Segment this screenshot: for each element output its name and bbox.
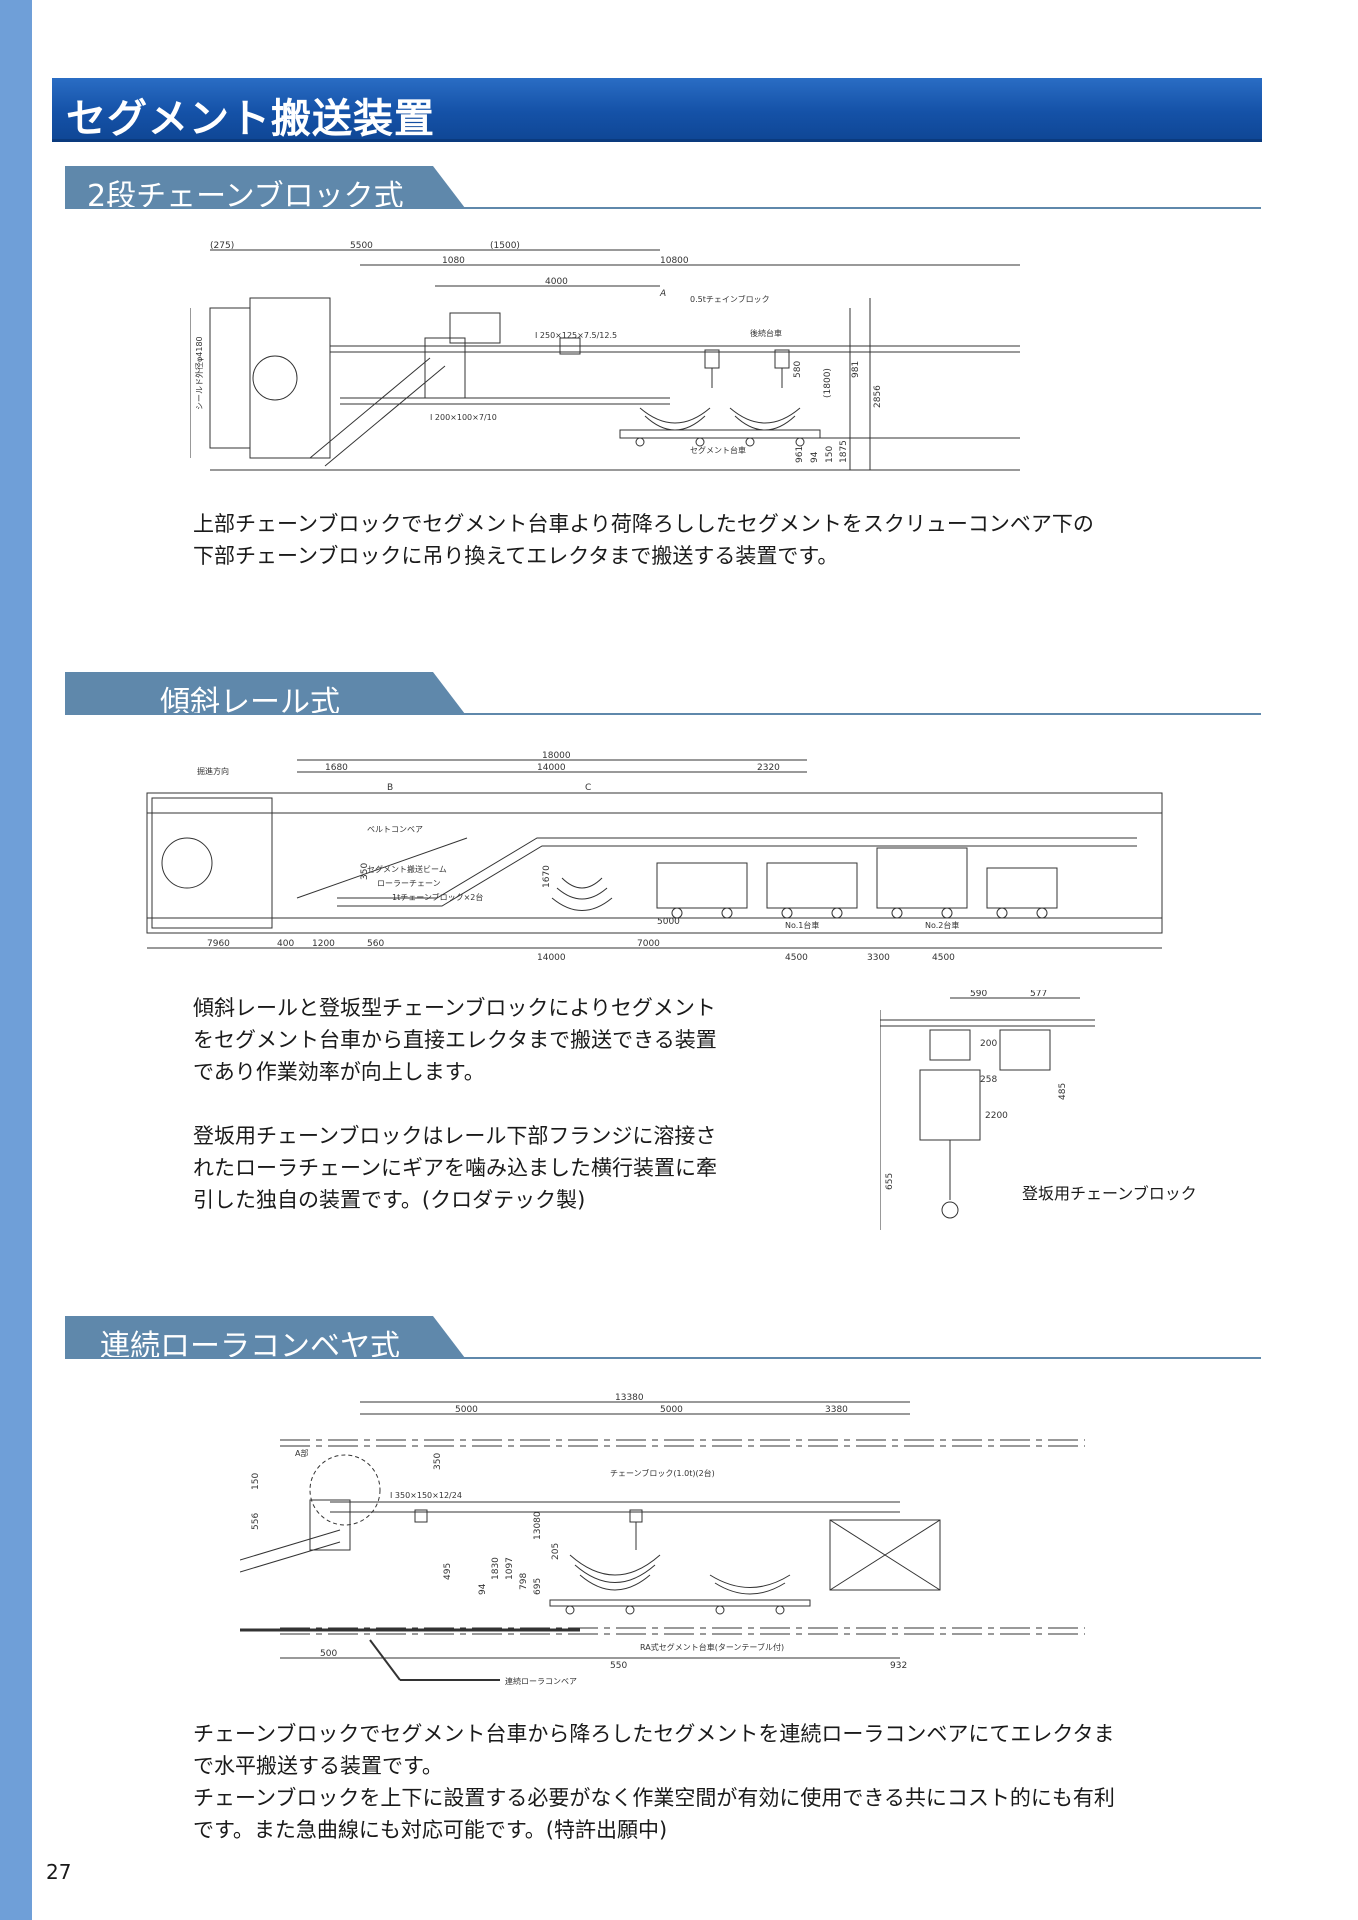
- section-heading-text: 傾斜レール式: [160, 685, 340, 720]
- dim-label: 350: [433, 1453, 443, 1470]
- drawing-label: I 200×100×7/10: [430, 413, 497, 422]
- drawing-climbing-chain-block: 590 577 200 258 485 2200 655: [880, 990, 1095, 1230]
- drawing-label: I 350×150×12/24: [390, 1491, 462, 1500]
- drawing-label: A部: [295, 1448, 308, 1458]
- dim-label: 205: [551, 1543, 561, 1560]
- dim-label: 13080: [533, 1511, 543, 1540]
- section-heading-continuous-roller-conveyor: 連続ローラコンベヤ式: [65, 1316, 1261, 1360]
- dim-label: 1670: [542, 865, 552, 888]
- dim-label: 5000: [657, 917, 680, 927]
- dim-label: 1830: [491, 1557, 501, 1580]
- drawing-label: 掘進方向: [197, 766, 229, 776]
- drawing-continuous-roller-conveyor: 13380 5000 5000 3380 A部 I 350×150×12/24 …: [240, 1390, 1100, 1700]
- dim-label: 14000: [537, 953, 566, 963]
- dim-label: 981: [851, 361, 861, 378]
- dim-label: 695: [533, 1578, 543, 1595]
- inset-caption: 登坂用チェーンブロック: [1022, 1184, 1197, 1203]
- drawing-label: シールド外径φ4180: [194, 336, 204, 410]
- dim-label: 5500: [350, 241, 373, 251]
- dim-label: 500: [320, 1649, 337, 1659]
- dim-label: 932: [890, 1661, 907, 1671]
- dim-label: 1875: [839, 440, 849, 463]
- dim-label: 4500: [932, 953, 955, 963]
- dim-label: 1097: [505, 1557, 515, 1580]
- dim-label: 798: [519, 1573, 529, 1590]
- dim-label: 2200: [985, 1111, 1008, 1121]
- dim-label: 2856: [873, 385, 883, 408]
- dim-label: 1080: [442, 256, 465, 266]
- page-number: 27: [46, 1860, 72, 1884]
- drawing-label: I 250×125×7.5/12.5: [535, 331, 617, 340]
- dim-label: 10800: [660, 256, 689, 266]
- drawing-two-stage-chain-block: (275) 5500 (1500) 1080 10800 4000 A: [190, 238, 1070, 488]
- dim-label: (1500): [490, 241, 520, 251]
- dim-label: 550: [610, 1661, 627, 1671]
- dim-label: 18000: [542, 751, 571, 761]
- dim-label: 577: [1030, 990, 1047, 999]
- dim-label: 258: [980, 1075, 997, 1085]
- dim-label: 485: [1058, 1083, 1068, 1100]
- drawing-label: RA式セグメント台車(ターンテーブル付): [640, 1642, 784, 1652]
- section-mark: A: [659, 289, 666, 299]
- page-title: セグメント搬送装置: [66, 96, 435, 142]
- dim-label: 7960: [207, 939, 230, 949]
- drawing-label: ローラーチェーン: [377, 879, 441, 888]
- left-margin-strip: [0, 0, 32, 1920]
- dim-label: 590: [970, 990, 987, 999]
- page-title-banner: セグメント搬送装置: [52, 78, 1262, 142]
- dim-label: 150: [251, 1473, 261, 1490]
- section-description: チェーンブロックでセグメント台車から降ろしたセグメントを連続ローラコンベアにてエ…: [193, 1722, 1115, 1842]
- drawing-label: No.2台車: [925, 920, 959, 930]
- drawing-label: 後続台車: [750, 328, 782, 338]
- dim-label: 961: [795, 446, 805, 463]
- dim-label: 94: [810, 451, 820, 463]
- drawing-label: 連続ローラコンベア: [505, 1676, 577, 1686]
- dim-label: 200: [980, 1039, 997, 1049]
- dim-label: 5000: [660, 1405, 683, 1415]
- section-heading-text: 2段チェーンブロック式: [87, 179, 404, 214]
- drawing-label: 1tチェーンブロック×2台: [392, 892, 483, 902]
- dim-label: 400: [277, 939, 294, 949]
- dim-label: 1200: [312, 939, 335, 949]
- dim-label: 1680: [325, 763, 348, 773]
- dim-label: 2320: [757, 763, 780, 773]
- dim-label: 655: [885, 1173, 895, 1190]
- drawing-label: セグメント搬送ビーム: [367, 864, 447, 874]
- dim-label: 4000: [545, 277, 568, 287]
- section-mark: C: [585, 783, 591, 793]
- dim-label: 495: [443, 1563, 453, 1580]
- dim-label: 150: [825, 446, 835, 463]
- drawing-label: No.1台車: [785, 920, 819, 930]
- drawing-inclined-rail: 掘進方向 18000 1680 14000 2320 B C: [137, 748, 1172, 963]
- dim-label: 7000: [637, 939, 660, 949]
- dim-label: 580: [793, 361, 803, 378]
- section-mark: B: [387, 783, 393, 793]
- dim-label: 94: [478, 1583, 488, 1595]
- drawing-label: セグメント台車: [690, 445, 746, 455]
- dim-label: (1800): [823, 368, 833, 398]
- section-heading-text: 連続ローラコンベヤ式: [100, 1329, 400, 1364]
- dim-label: (275): [210, 241, 234, 251]
- dim-label: 556: [251, 1513, 261, 1530]
- drawing-label: 0.5tチェインブロック: [690, 294, 770, 304]
- dim-label: 14000: [537, 763, 566, 773]
- dim-label: 3300: [867, 953, 890, 963]
- dim-label: 3380: [825, 1405, 848, 1415]
- dim-label: 5000: [455, 1405, 478, 1415]
- drawing-label: チェーンブロック(1.0t)(2台): [610, 1468, 715, 1478]
- section-heading-inclined-rail: 傾斜レール式: [65, 672, 1261, 716]
- section-description: 傾斜レールと登坂型チェーンブロックによりセグメント をセグメント台車から直接エレ…: [193, 996, 717, 1212]
- dim-label: 4500: [785, 953, 808, 963]
- drawing-label: ベルトコンベア: [367, 825, 423, 834]
- section-heading-two-stage-chain-block: 2段チェーンブロック式: [65, 166, 1261, 210]
- section-description: 上部チェーンブロックでセグメント台車より荷降ろししたセグメントをスクリューコンベ…: [193, 512, 1094, 568]
- dim-label: 13380: [615, 1393, 644, 1403]
- dim-label: 560: [367, 939, 384, 949]
- dim-label: 350: [360, 863, 370, 880]
